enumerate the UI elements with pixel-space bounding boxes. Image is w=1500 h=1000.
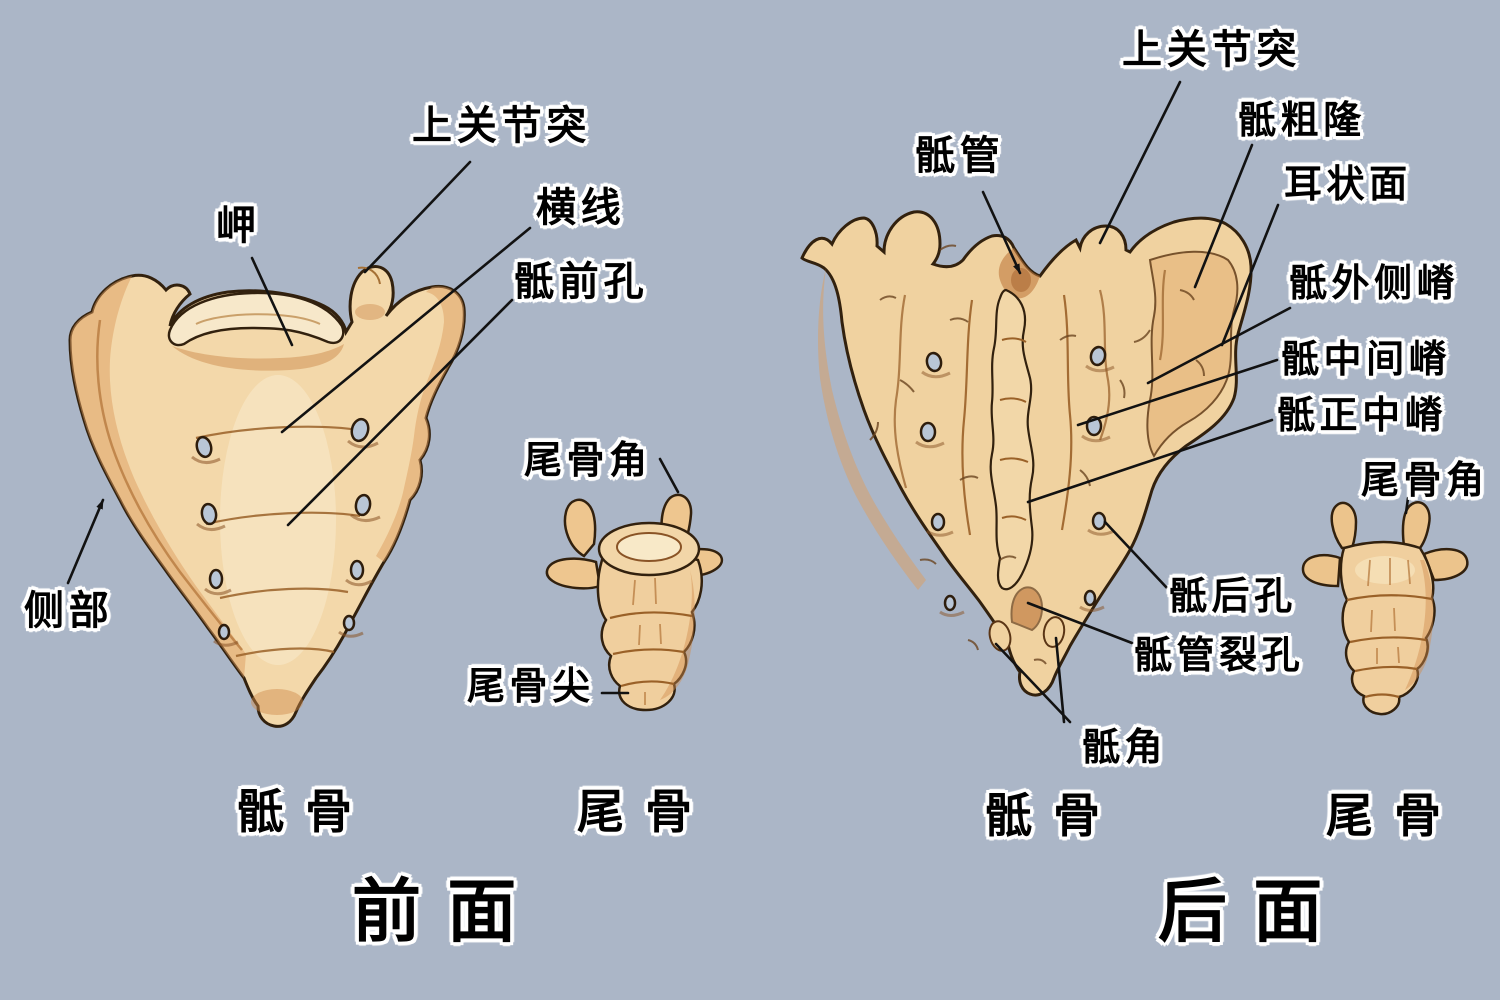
label-sacral-tuberosity: 骶粗隆 — [1238, 98, 1366, 142]
coccyx-posterior-striations — [1367, 558, 1411, 664]
leader-lines — [66, 80, 1410, 724]
articular-process-inner-line — [357, 266, 381, 285]
leader-lateral-sacral-crest — [1146, 306, 1292, 385]
view-title-posterior: 后面 — [1158, 872, 1349, 952]
label-anterior-sacral-foramina: 骶前孔 — [514, 259, 649, 305]
leader-superior-articular-process-posterior — [1098, 80, 1182, 245]
sacral-cornu-right-bump — [1042, 616, 1066, 648]
sacrum-apex-shadow — [251, 689, 303, 715]
caption-sacrum-anterior: 骶骨 — [237, 785, 374, 840]
promontory-cup — [167, 291, 345, 347]
promontory-cup-shadow — [172, 344, 344, 371]
sacrum-posterior-left-shading — [818, 268, 926, 590]
transverse-lines-ridges — [195, 425, 361, 658]
coccyx-anterior-left-cornu — [563, 498, 597, 558]
label-coccyx-apex: 尾骨尖 — [467, 664, 595, 708]
leader-median-sacral-crest — [1026, 418, 1274, 504]
view-title-anterior: 前面 — [352, 872, 543, 952]
caption-coccyx-anterior: 尾骨 — [577, 785, 714, 840]
coccyx-anterior-striations — [632, 577, 662, 705]
caption-coccyx-posterior: 尾骨 — [1326, 789, 1463, 844]
articular-process-shadow — [355, 304, 385, 320]
label-coccygeal-cornu-anterior: 尾骨角 — [524, 438, 652, 482]
coccyx-posterior-right-cornu — [1401, 501, 1431, 550]
label-coccygeal-cornu-posterior: 尾骨角 — [1361, 458, 1489, 502]
label-auricular-surface: 耳状面 — [1284, 162, 1412, 206]
coccyx-posterior-body-shading — [1405, 560, 1434, 690]
sacrum-posterior-drawing — [800, 210, 1253, 697]
coccyx-anterior-segment-lines — [609, 611, 693, 688]
leader-auricular-surface — [1220, 203, 1280, 347]
label-intermediate-sacral-crest: 骶中间嵴 — [1281, 337, 1452, 381]
leader-lateral-part-arrow — [66, 498, 105, 585]
lateral-crest-lines — [893, 269, 1167, 489]
leader-sacral-cornu-left — [994, 642, 1072, 724]
label-sacral-cornu: 骶角 — [1082, 725, 1168, 769]
sacrum-left-edge-line — [96, 319, 243, 651]
label-sacral-canal: 骶管 — [915, 133, 1005, 179]
label-promontory: 岬 — [216, 203, 261, 249]
posterior-sacral-foramina-holes — [915, 345, 1115, 617]
coccyx-posterior-right-wing — [1422, 547, 1469, 582]
label-median-sacral-crest: 骶正中嵴 — [1277, 393, 1448, 437]
leader-posterior-sacral-foramina — [1103, 520, 1169, 590]
coccyx-posterior-left-cornu — [1330, 501, 1358, 550]
coccyx-anterior-body-shading — [660, 570, 695, 700]
sacral-hiatus-notch — [1010, 586, 1044, 632]
leader-coccygeal-cornu-anterior — [658, 457, 680, 494]
label-superior-articular-process-anterior: 上关节突 — [412, 103, 592, 149]
median-crest-bumps — [999, 337, 1029, 521]
leader-anterior-sacral-foramina — [286, 298, 514, 527]
sacrum-anterior-highlight — [220, 375, 336, 665]
coccyx-posterior-highlight — [1355, 556, 1415, 584]
posterior-texture-dashes — [869, 244, 1205, 665]
leader-intermediate-sacral-crest — [1076, 358, 1279, 427]
median-crest-band — [989, 288, 1035, 591]
coccyx-anterior-ring-inner — [616, 532, 682, 562]
leader-sacral-cornu-right — [1054, 636, 1066, 724]
sacrum-anterior-right-shading — [376, 286, 465, 562]
leader-promontory — [250, 256, 294, 347]
intermediate-crest-lines — [961, 294, 1073, 536]
label-superior-articular-process-posterior: 上关节突 — [1122, 27, 1302, 73]
anterior-sacral-foramina-holes — [191, 417, 381, 647]
leader-sacral-hiatus — [1026, 601, 1134, 645]
label-sacral-hiatus: 骶管裂孔 — [1134, 633, 1305, 677]
coccyx-anterior-left-wing — [545, 557, 602, 590]
coccyx-anterior-body — [596, 552, 703, 712]
leader-sacral-tuberosity — [1193, 143, 1254, 289]
label-posterior-sacral-foramina: 骶后孔 — [1169, 574, 1297, 618]
leader-transverse-lines — [280, 226, 532, 434]
coccyx-posterior-drawing — [1301, 501, 1469, 716]
caption-sacrum-posterior: 骶骨 — [985, 789, 1122, 844]
label-transverse-lines: 横线 — [536, 185, 626, 231]
coccyx-posterior-body — [1339, 540, 1436, 716]
leader-coccygeal-cornu-posterior — [1404, 496, 1410, 515]
leader-superior-articular-process-anterior — [363, 160, 472, 274]
promontory-cup-inner-line — [195, 313, 321, 325]
coccyx-anterior-drawing — [545, 493, 723, 712]
auricular-surface-region — [1146, 250, 1239, 459]
label-lateral-sacral-crest: 骶外侧嵴 — [1289, 261, 1460, 305]
coccyx-posterior-left-wing — [1301, 554, 1342, 588]
leader-sacral-canal-arrow — [981, 190, 1022, 275]
coccyx-posterior-segment-lines — [1346, 594, 1433, 699]
canal-opening-dark — [1011, 268, 1031, 292]
sacrum-anterior-drawing — [68, 265, 466, 728]
label-lateral-part: 侧部 — [24, 588, 114, 634]
